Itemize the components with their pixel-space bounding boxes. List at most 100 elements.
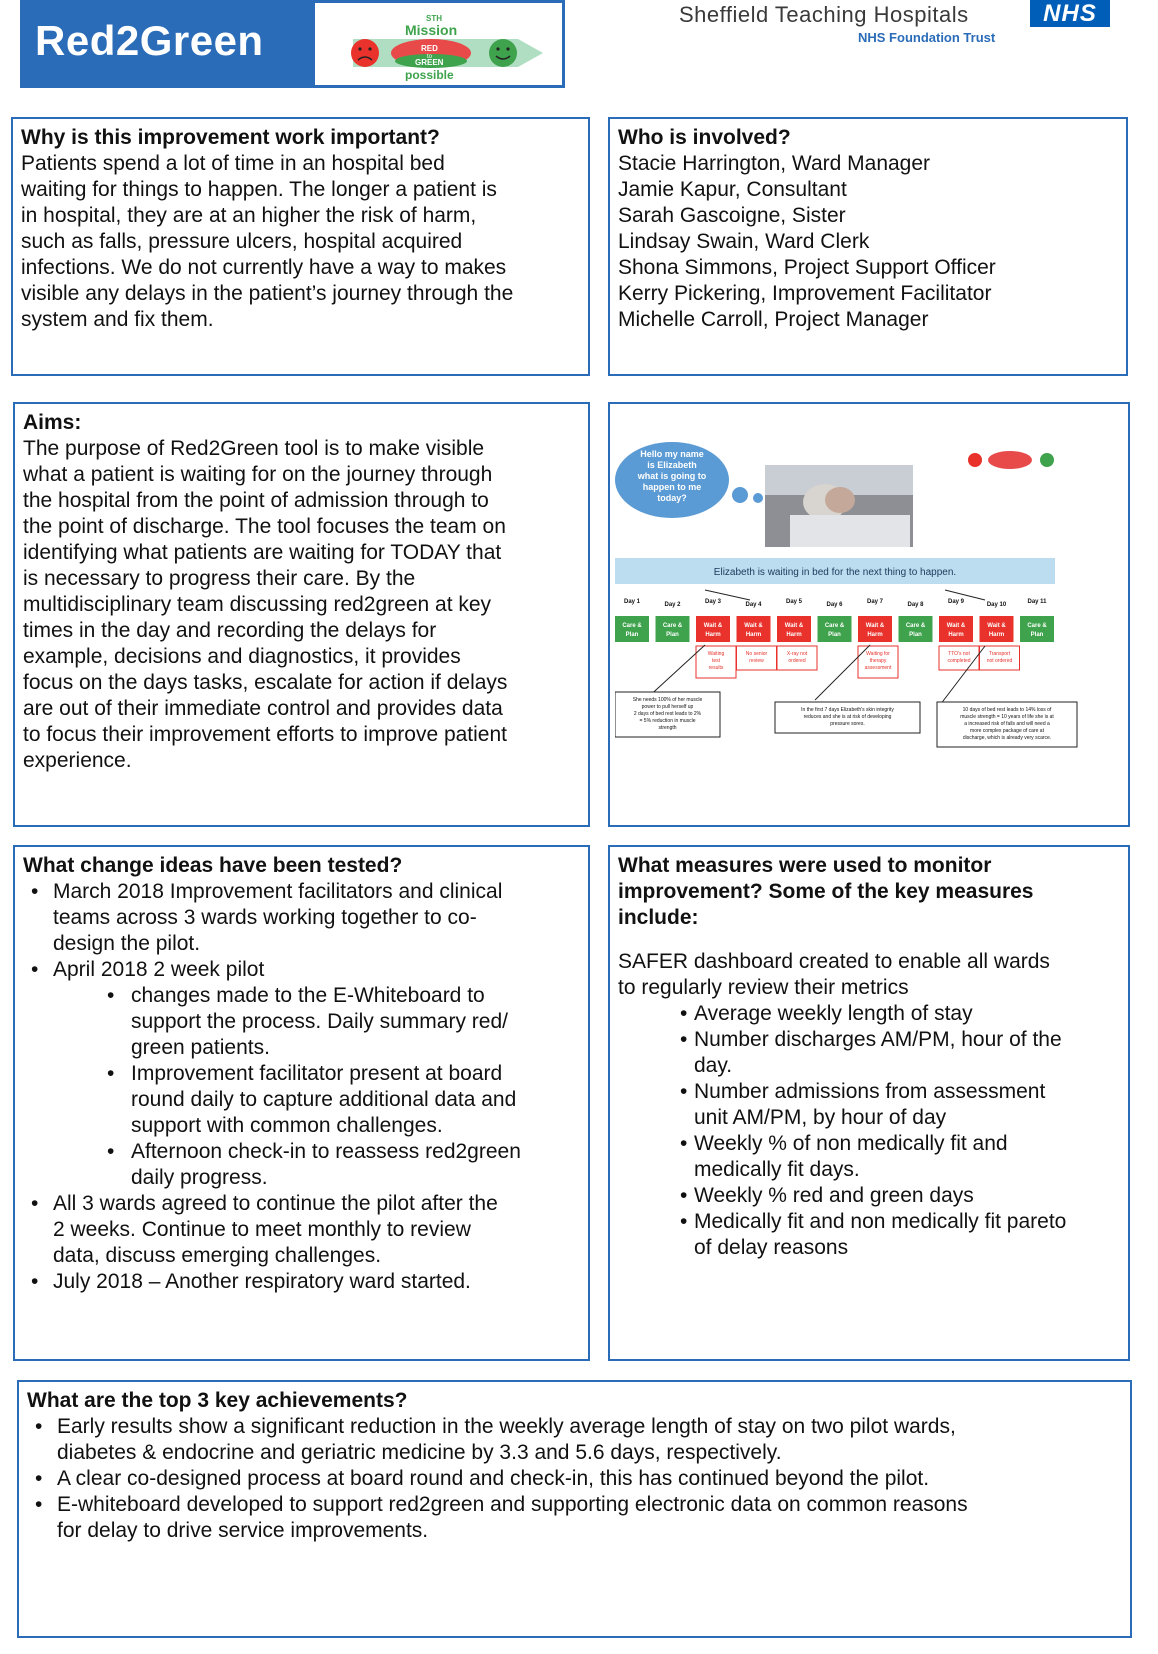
why-line: in hospital, they are at an higher the r… [21,204,477,227]
mini-happy-icon [1040,453,1054,467]
why-line: waiting for things to happen. The longer… [21,178,497,201]
day-status-box [858,616,892,642]
why-line: such as falls, pressure ulcers, hospital… [21,230,463,253]
measure-item: Medically fit and non medically fit pare… [680,1209,1120,1261]
day-status-box [898,616,933,642]
day-label: Day 4 [745,602,762,608]
change-subline: green patients. [131,1036,270,1059]
photo-blanket [790,515,910,547]
info-note-line: muscle strength = 10 years of life she i… [960,714,1054,720]
day-label: Day 11 [1027,599,1047,605]
aims-line: identifying what patients are waiting fo… [23,541,502,564]
bubble-line: today? [657,493,687,503]
banner-text: Elizabeth is waiting in bed for the next… [714,567,956,578]
info-note-line: a increased risk of falls and will need … [964,721,1050,727]
measures-title-line: include: [618,906,699,929]
info-note-line: 10 days of bed rest leads to 14% loss of [963,707,1052,713]
day-label: Day 10 [987,602,1007,608]
delay-text: X-ray not [787,651,808,657]
trust-name: Sheffield Teaching Hospitals [679,2,969,27]
day-status-box [979,616,1014,642]
day-label: Day 2 [664,602,681,608]
person: Stacie Harrington, Ward Manager [618,152,931,175]
change-subline: round daily to capture additional data a… [131,1088,517,1111]
change-item: July 2018 – Another respiratory ward sta… [23,1269,580,1295]
aims-heading: Aims: [23,411,82,434]
day-status: Care & [622,623,642,629]
measures-intro: SAFER dashboard created to enable all wa… [618,949,1120,1001]
change-subitem: Afternoon check-in to reassess red2green… [101,1139,580,1191]
aims-line: times in the day and recording the delay… [23,619,437,642]
achievement-line: diabetes & endocrine and geriatric medic… [57,1441,782,1464]
bubble-line: happen to me [643,482,702,492]
info-note-line: In the first 7 days Elizabeth's skin int… [801,707,894,713]
info-note-line: more complex package of care at [970,728,1045,734]
day-status-box [817,616,852,642]
page-title: Red2Green [35,17,264,64]
person: Shona Simmons, Project Support Officer [618,256,996,279]
why-panel: Why is this improvement work important? … [11,117,590,376]
measure-line: Weekly % of non medically fit and [694,1132,1008,1155]
day-status-box [696,616,730,642]
aims-line: example, decisions and diagnostics, it p… [23,645,461,668]
aims-line: experience. [23,749,132,772]
change-line: teams across 3 wards working together to… [53,906,477,929]
delay-text: completed [947,658,970,664]
day-status: Wait & [785,623,804,629]
change-line: design the pilot. [53,932,201,955]
measures-intro-line: to regularly review their metrics [618,976,909,999]
day-status: Plan [909,632,922,638]
logo-line2: Mission [405,22,457,38]
measure-line: Weekly % red and green days [694,1184,974,1207]
why-body: Patients spend a lot of time in an hospi… [21,151,580,333]
arrow-line [704,589,751,601]
delay-note [979,645,1020,671]
mission-logo-icon: STH Mission RED to GREEN possible [351,14,543,81]
change-subitem: changes made to the E-Whiteboard tosuppo… [101,983,580,1061]
measure-item: Weekly % red and green days [680,1183,1120,1209]
measure-item: Average weekly length of stay [680,1001,1120,1027]
bubble-dot [753,493,763,503]
achievement-line: for delay to drive service improvements. [57,1519,429,1542]
measures-list: Average weekly length of stayNumber disc… [618,1001,1120,1261]
day-status: Harm [989,632,1004,638]
day-status: Care & [825,623,845,629]
change-line: data, discuss emerging challenges. [53,1244,382,1267]
who-heading: Who is involved? [618,126,791,149]
bubble-line: what is going to [637,471,707,481]
day-status: Harm [786,632,801,638]
delay-text: No senior [746,651,768,657]
why-heading: Why is this improvement work important? [21,126,440,149]
achievement-line: A clear co-designed process at board rou… [57,1467,930,1490]
mini-sad-icon [968,453,982,467]
change-item: March 2018 Improvement facilitators and … [23,879,580,957]
measure-line: Average weekly length of stay [694,1002,973,1025]
day-status-box [655,616,690,642]
person: Sarah Gascoigne, Sister [618,204,846,227]
measure-line: unit AM/PM, by hour of day [694,1106,947,1129]
day-status: Plan [666,632,679,638]
why-line: visible any delays in the patient’s jour… [21,282,514,305]
info-note-line: discharge, which is already very scarce. [963,735,1051,741]
person: Lindsay Swain, Ward Clerk [618,230,870,253]
day-status: Plan [828,632,841,638]
day-label: Day 5 [786,599,803,605]
bubble-dot [732,487,748,503]
mini-logo-mark [988,451,1032,469]
day-status: Harm [948,632,963,638]
delay-note [776,645,818,671]
delay-note [695,645,737,679]
achievements-list: Early results show a significant reducti… [27,1414,1122,1544]
arrow-line [939,645,986,706]
change-subline: Afternoon check-in to reassess red2green [131,1140,521,1163]
aims-line: to focus their improvement efforts to im… [23,723,508,746]
info-note-line: = 5% reduction in muscle [639,718,695,724]
logo-red: RED [421,44,438,53]
changes-panel: What change ideas have been tested? Marc… [13,845,590,1361]
change-item: April 2018 2 week pilotchanges made to t… [23,957,580,1191]
day-status-box [1020,616,1054,642]
logo-line3: possible [405,68,454,81]
delay-text: Waiting for [866,651,890,657]
achievement-item: Early results show a significant reducti… [27,1414,1122,1466]
